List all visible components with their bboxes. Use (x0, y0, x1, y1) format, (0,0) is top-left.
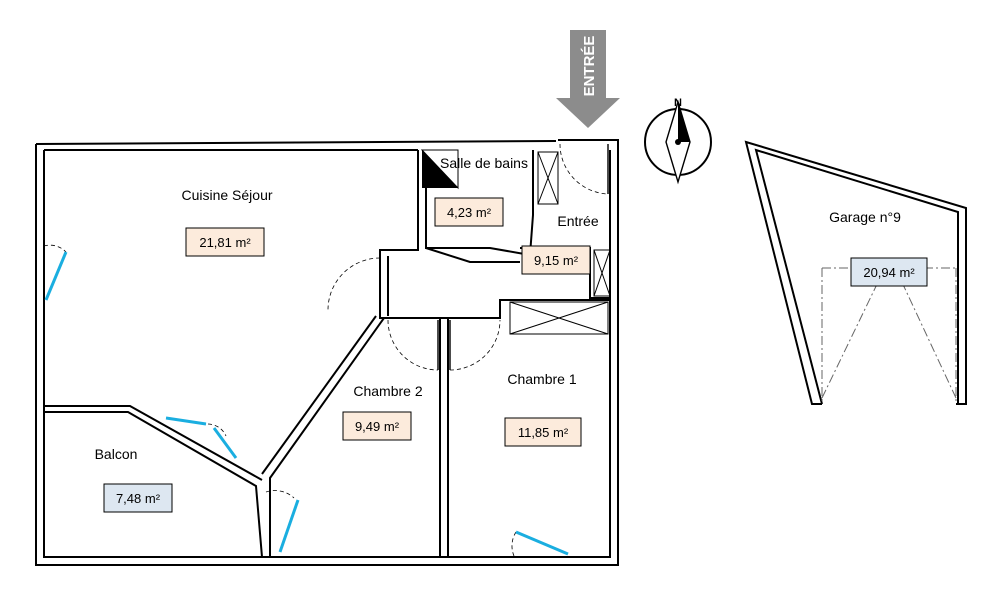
closet-hall (593, 249, 611, 297)
balcony-walls (44, 405, 263, 558)
windows (44, 251, 569, 556)
area-value: 7,48 m² (116, 491, 161, 506)
area-badge (504, 417, 582, 447)
area-value: 9,49 m² (355, 419, 400, 434)
room-chambre-2: Chambre 2 9,49 m² (342, 383, 423, 441)
room-chambre-1: Chambre 1 11,85 m² (504, 371, 582, 447)
window-balcony-1 (165, 416, 207, 426)
area-badge (103, 483, 173, 513)
room-label: Cuisine Séjour (181, 187, 272, 203)
entrance-arrow: ENTRÉE (556, 30, 620, 128)
garage-walls (744, 140, 967, 405)
room-label: Entrée (557, 213, 598, 229)
bathroom-walls (379, 149, 534, 312)
area-badge (434, 197, 504, 227)
area-value: 20,94 m² (863, 265, 915, 280)
room-label: Chambre 1 (507, 371, 576, 387)
window-chambre-1 (515, 530, 569, 556)
compass: N (644, 97, 712, 185)
room-entree: Entrée 9,15 m² (521, 213, 599, 275)
area-badge (521, 245, 591, 275)
hall-walls (379, 151, 611, 335)
window-chambre-2 (278, 499, 300, 553)
area-badge (850, 257, 928, 287)
outer-walls (35, 139, 619, 566)
room-label: Salle de bains (440, 155, 528, 171)
doors (43, 143, 609, 557)
area-value: 9,15 m² (534, 253, 579, 268)
room-label: Chambre 2 (353, 383, 422, 399)
area-value: 4,23 m² (447, 205, 492, 220)
closet-chambre-1 (509, 301, 609, 335)
area-badge (185, 227, 265, 257)
room-label: Garage n°9 (829, 209, 901, 225)
entrance-label: ENTRÉE (581, 36, 598, 97)
area-value: 21,81 m² (199, 235, 251, 250)
bedroom-walls (261, 315, 449, 557)
room-balcon: Balcon 7,48 m² (95, 446, 173, 513)
window-balcony-2 (212, 427, 238, 459)
area-badge (342, 411, 412, 441)
room-cuisine-sejour: Cuisine Séjour 21,81 m² (181, 187, 273, 257)
room-garage: Garage n°9 20,94 m² (829, 209, 928, 287)
room-label: Balcon (95, 446, 138, 462)
compass-north-letter: N (674, 97, 682, 109)
room-salle-de-bains: Salle de bains 4,23 m² (434, 155, 528, 227)
window-sejour (44, 251, 68, 301)
area-value: 11,85 m² (518, 425, 569, 440)
closet-entree (537, 151, 559, 205)
